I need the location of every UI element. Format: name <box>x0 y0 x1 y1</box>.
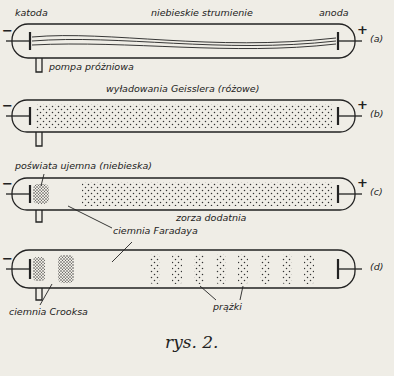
polarity-sign: − <box>1 99 14 114</box>
cathode <box>29 32 31 50</box>
tube-label: niebieskie strumienie <box>150 8 254 19</box>
tube-label: (b) <box>369 109 384 120</box>
stria <box>304 254 314 284</box>
blue-streams <box>32 36 336 49</box>
glass-tube <box>12 250 355 288</box>
tube-label: katoda <box>14 8 49 19</box>
glass-tube <box>12 178 355 210</box>
tube-label: wyładowania Geisslera (różowe) <box>105 84 260 95</box>
polarity-sign: + <box>356 98 369 113</box>
cathode-wire <box>6 193 30 194</box>
stria <box>238 254 248 284</box>
glass-tube <box>12 100 355 132</box>
cathode <box>29 185 31 203</box>
cathode-glow <box>33 257 45 281</box>
stria <box>260 254 270 284</box>
cathode-wire <box>6 40 30 41</box>
tube-label: (d) <box>369 262 384 273</box>
stria <box>172 254 182 284</box>
tube-label: (a) <box>369 34 384 45</box>
positive-column <box>82 182 332 206</box>
pump-stub <box>36 210 42 222</box>
negative-glow <box>58 255 74 283</box>
anode-wire <box>338 40 362 41</box>
tube-label: poświata ujemna (niebieska) <box>14 161 153 172</box>
leader-lines <box>40 174 243 305</box>
cathode <box>29 107 31 125</box>
cathode-wire <box>6 268 30 269</box>
negative-glow <box>33 184 49 204</box>
stria <box>194 254 204 284</box>
anode-wire <box>338 268 362 269</box>
stria <box>216 254 226 284</box>
polarity-sign: − <box>1 177 14 192</box>
anode-wire <box>338 115 362 116</box>
cathode-wire <box>6 115 30 116</box>
tube-label: (c) <box>369 187 384 198</box>
polarity-sign: + <box>356 23 369 38</box>
pump-stub <box>36 288 42 300</box>
striations <box>150 254 314 284</box>
tube-label: ciemnia Faradaya <box>112 226 199 237</box>
geissler-glow <box>36 104 332 128</box>
tube-label: anoda <box>318 8 350 19</box>
cathode <box>29 259 31 279</box>
polarity-sign: − <box>1 24 14 39</box>
polarity-sign: − <box>1 252 14 267</box>
tube-label: zorza dodatnia <box>175 213 247 224</box>
pump-stub <box>36 132 42 146</box>
tube-label: ciemnia Crooksa <box>8 307 89 318</box>
tube-label: prążki <box>212 302 243 313</box>
tube-label: pompa próżniowa <box>48 62 135 73</box>
polarity-sign: + <box>356 176 369 191</box>
stria <box>282 254 292 284</box>
anode-wire <box>338 193 362 194</box>
stria <box>150 254 160 284</box>
glass-tube <box>12 24 355 58</box>
pump-stub <box>36 58 42 72</box>
figure-caption: rys. 2. <box>165 332 218 352</box>
